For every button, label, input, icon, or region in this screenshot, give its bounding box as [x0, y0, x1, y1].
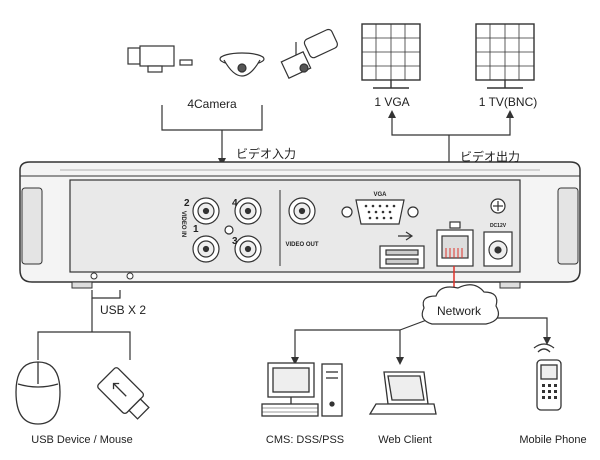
- laptop-icon: [368, 371, 437, 415]
- cms-computer-icon: [261, 362, 343, 417]
- dc-power-jack: [483, 231, 513, 267]
- network-cloud-icon: [421, 284, 499, 325]
- video-out-label: ビデオ出力: [460, 150, 521, 164]
- channel-number-4: 4: [232, 198, 238, 209]
- usb-bracket-line: [91, 290, 121, 299]
- tv-monitor-label: 1 TV(BNC): [478, 95, 538, 109]
- bnc-port-2: [192, 197, 220, 225]
- cms-label: CMS: DSS/PSS: [265, 434, 345, 446]
- mobile-phone-label: Mobile Phone: [519, 434, 587, 446]
- bnc-port-4: [234, 197, 262, 225]
- video-in-label: ビデオ入力: [236, 147, 297, 161]
- dome-camera-icon: [219, 52, 265, 77]
- dc-panel-label: DC12V: [490, 223, 507, 229]
- rj45-network-port: [436, 221, 474, 267]
- usb-ports: [379, 231, 425, 269]
- network-label: Network: [436, 304, 482, 318]
- bnc-video-in-ports: 1 2 3 4: [184, 197, 262, 263]
- bullet-camera-icon: [280, 28, 339, 80]
- tv-monitor-icon: [475, 23, 535, 89]
- mobile-phone-icon: [533, 343, 562, 411]
- channel-number-3: 3: [232, 236, 238, 247]
- bnc-port-1: [192, 235, 220, 263]
- network-branch-line: [294, 329, 401, 360]
- vga-monitor-label: 1 VGA: [374, 95, 410, 109]
- usb-device-bracket: [37, 331, 131, 360]
- bnc-port-3: [234, 235, 262, 263]
- channel-number-1: 1: [193, 224, 199, 235]
- vga-panel-label: VGA: [373, 192, 387, 198]
- bnc-video-out-port: [288, 197, 316, 225]
- vga-port: [341, 199, 419, 225]
- usb-count-label: USB X 2: [100, 303, 147, 317]
- vga-monitor-icon: [361, 23, 421, 89]
- panel-screw-icon: [224, 225, 234, 235]
- video-out-panel-label: VIDEO OUT: [285, 242, 318, 248]
- mouse-icon: [15, 361, 61, 425]
- web-client-label: Web Client: [378, 434, 432, 446]
- camera-count-label: 4Camera: [187, 97, 237, 111]
- ground-screw: [490, 198, 506, 214]
- camera-bracket-line: [161, 105, 263, 131]
- channel-number-2: 2: [184, 198, 190, 209]
- video-in-panel-label: VIDEO IN: [180, 211, 186, 237]
- usb-device-label: USB Device / Mouse: [31, 434, 133, 446]
- usb-stick-icon: [97, 367, 150, 420]
- box-camera-icon: [127, 45, 193, 73]
- monitor-bracket-line: [391, 118, 511, 136]
- network-to-phone-line: [492, 317, 548, 340]
